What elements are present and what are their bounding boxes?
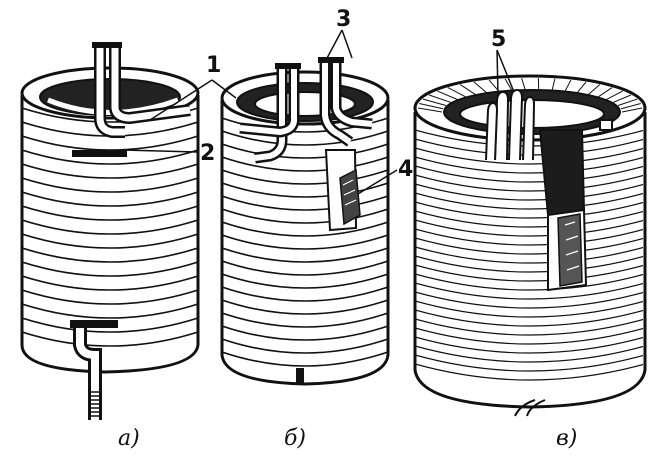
winding-turn — [222, 143, 389, 159]
winding-turn — [415, 210, 643, 228]
panel-a-caption: а) — [118, 426, 140, 451]
winding-turn — [222, 182, 389, 198]
winding-turn — [222, 156, 389, 172]
face-hatch — [437, 90, 458, 101]
slot-2 — [72, 150, 127, 157]
winding-turn — [222, 130, 389, 146]
winding-turn — [222, 286, 389, 302]
callout-5: 5 — [491, 27, 506, 52]
winding-turn — [415, 336, 643, 354]
winding-turn — [415, 174, 643, 192]
winding-turn — [22, 331, 199, 347]
face-hatch — [417, 107, 443, 113]
panel-v-caption: в) — [556, 426, 577, 451]
winding-turn — [22, 163, 199, 179]
face-hatch — [617, 98, 638, 106]
callout-leaders — [119, 29, 515, 195]
face-hatch — [620, 103, 641, 110]
winding-turn — [22, 247, 199, 263]
face-hatch — [587, 84, 601, 96]
coil-panel-b: б) — [220, 57, 390, 451]
winding-turn — [222, 260, 389, 276]
cutaway-core-v — [538, 119, 613, 292]
face-hatch — [564, 79, 572, 92]
face-hatch — [459, 84, 477, 96]
winding-turn — [415, 246, 643, 264]
winding-turn — [415, 327, 643, 345]
panel-b-caption: б) — [284, 426, 306, 451]
winding-turn — [415, 165, 643, 183]
winding-turn — [415, 147, 643, 165]
winding-turn — [415, 300, 643, 318]
face-hatch — [597, 87, 613, 98]
winding-turn — [415, 309, 643, 327]
winding-turn — [22, 233, 199, 249]
winding-turn — [415, 291, 643, 309]
coil-panel-v: в) — [413, 74, 647, 451]
winding-turn — [415, 345, 643, 363]
face-hatch — [447, 87, 467, 98]
winding-turn — [22, 191, 199, 207]
coil-panel-a: а) — [20, 42, 200, 451]
winding-turn — [22, 149, 199, 165]
face-hatch — [419, 103, 444, 110]
winding-turn — [222, 234, 389, 250]
winding-turn — [222, 221, 389, 237]
winding-turn — [22, 261, 199, 277]
top-lead-a — [92, 42, 191, 138]
winding-turn — [22, 205, 199, 221]
winding-turn — [22, 219, 199, 235]
winding-turn — [22, 289, 199, 305]
winding-turn — [415, 219, 643, 237]
winding-turn — [415, 273, 643, 291]
winding-turn — [222, 299, 389, 315]
winding-turn — [22, 317, 199, 333]
winding-turn — [222, 325, 389, 341]
bottom-lead-a — [70, 320, 118, 420]
winding-turn — [222, 312, 389, 328]
callout-4: 4 — [398, 157, 413, 182]
face-hatch — [606, 90, 623, 101]
winding-turn — [415, 255, 643, 273]
face-hatch — [621, 107, 643, 113]
callout-3: 3 — [336, 7, 351, 32]
winding-turn — [415, 183, 643, 201]
winding-turn — [222, 273, 389, 289]
winding-turn — [22, 275, 199, 291]
winding-turn — [415, 228, 643, 246]
face-hatch — [504, 78, 513, 91]
lead-bundle-5 — [485, 88, 536, 161]
callout-2: 2 — [200, 141, 215, 166]
face-hatch — [551, 78, 556, 91]
bottom-lead-v — [514, 399, 546, 417]
face-hatch — [521, 77, 526, 91]
winding-turn — [415, 192, 643, 210]
winding-turn — [22, 177, 199, 193]
face-hatch — [612, 94, 632, 103]
winding-turn — [415, 237, 643, 255]
cutaway-insulation-4 — [324, 149, 361, 232]
winding-turn — [415, 156, 643, 174]
winding-turn — [222, 351, 389, 367]
face-hatch — [428, 94, 452, 103]
winding-turn — [415, 282, 643, 300]
winding-turn — [222, 195, 389, 211]
top-leads-b — [239, 57, 373, 164]
face-hatch — [422, 98, 447, 106]
winding-turn — [415, 354, 643, 372]
winding-turn — [222, 169, 389, 185]
face-hatch — [473, 81, 488, 94]
winding-turn — [222, 338, 389, 354]
winding-turn — [415, 318, 643, 336]
winding-turn — [22, 303, 199, 319]
winding-turn — [222, 247, 389, 263]
bottom-gap-b — [296, 368, 304, 384]
winding-turn — [222, 208, 389, 224]
winding-turn — [415, 363, 643, 381]
face-hatch — [576, 81, 587, 94]
callout-1: 1 — [206, 53, 221, 78]
winding-turn — [415, 201, 643, 219]
winding-turn — [415, 264, 643, 282]
